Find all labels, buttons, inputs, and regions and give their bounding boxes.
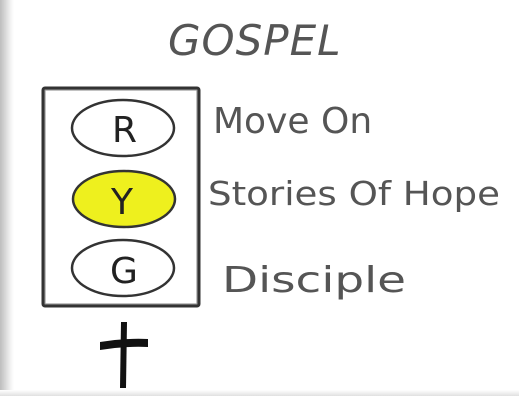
label-green: Disciple bbox=[222, 260, 406, 301]
light-green-letter: G bbox=[110, 251, 138, 292]
light-red: R bbox=[70, 98, 176, 158]
bottom-edge-shadow bbox=[0, 390, 519, 396]
light-green: G bbox=[70, 238, 176, 298]
label-red: Move On bbox=[213, 101, 372, 142]
cross-icon bbox=[100, 322, 148, 388]
light-yellow-letter: Y bbox=[110, 182, 134, 223]
light-green-lens bbox=[70, 238, 176, 298]
traffic-light-housing-sketch bbox=[44, 89, 198, 305]
diagram-title: GOSPEL bbox=[168, 16, 342, 65]
light-red-letter: R bbox=[112, 110, 137, 151]
traffic-light-housing bbox=[41, 86, 201, 308]
light-yellow-lens bbox=[71, 169, 177, 229]
light-yellow: Y bbox=[71, 169, 177, 229]
light-red-lens bbox=[70, 98, 176, 158]
left-edge-shadow bbox=[0, 0, 14, 396]
label-yellow: Stories Of Hope bbox=[208, 174, 500, 213]
